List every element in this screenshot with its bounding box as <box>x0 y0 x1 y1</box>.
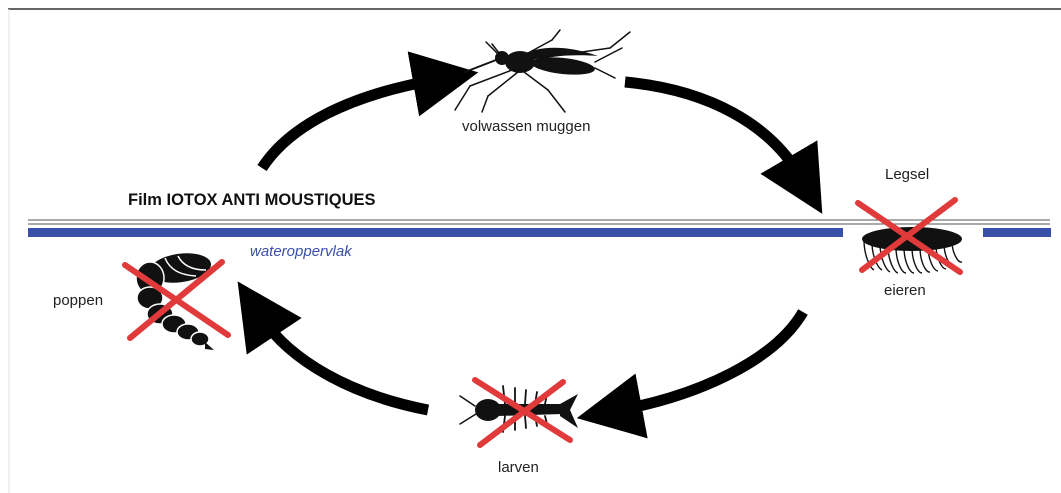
arrow-larva-to-pupa <box>262 318 428 410</box>
arrow-pupa-to-adult <box>262 80 435 168</box>
water-surface-band-left <box>28 228 843 237</box>
stage-label-egg-bottom: eieren <box>884 282 926 299</box>
arrow-adult-to-egg <box>625 82 800 176</box>
stage-label-adult: volwassen muggen <box>462 118 590 135</box>
mosquito-icon <box>455 30 630 112</box>
arrow-egg-to-larva <box>620 312 803 410</box>
stage-label-pupa: poppen <box>53 292 103 309</box>
stage-label-larva: larven <box>498 459 539 476</box>
water-surface-label: wateroppervlak <box>250 243 352 260</box>
stage-label-egg-top: Legsel <box>885 166 929 183</box>
water-surface-band-right <box>983 228 1051 237</box>
film-label: Film IOTOX ANTI MOUSTIQUES <box>128 191 376 210</box>
